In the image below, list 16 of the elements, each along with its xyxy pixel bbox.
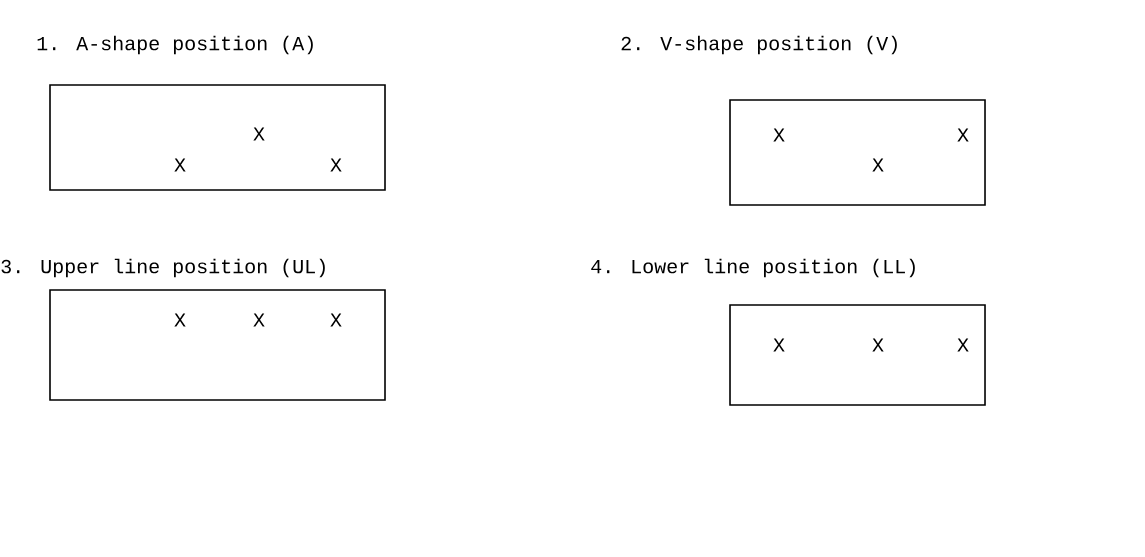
x-mark: X (174, 313, 186, 327)
x-mark: X (773, 338, 785, 352)
x-mark: X (872, 158, 884, 172)
x-mark: X (330, 313, 342, 327)
x-mark: X (253, 313, 265, 327)
box-heading: 2. V-shape position (V) (621, 35, 897, 55)
x-mark: X (253, 127, 265, 141)
box-heading: 4. Lower line position (LL) (591, 258, 915, 278)
box-heading: 1. A-shape position (A) (37, 35, 313, 55)
x-mark: X (957, 338, 969, 352)
x-mark: X (773, 128, 785, 142)
box-heading: 3. Upper line position (UL) (1, 258, 325, 278)
x-mark: X (174, 158, 186, 172)
x-mark: X (957, 128, 969, 142)
x-mark: X (872, 338, 884, 352)
x-mark: X (330, 158, 342, 172)
